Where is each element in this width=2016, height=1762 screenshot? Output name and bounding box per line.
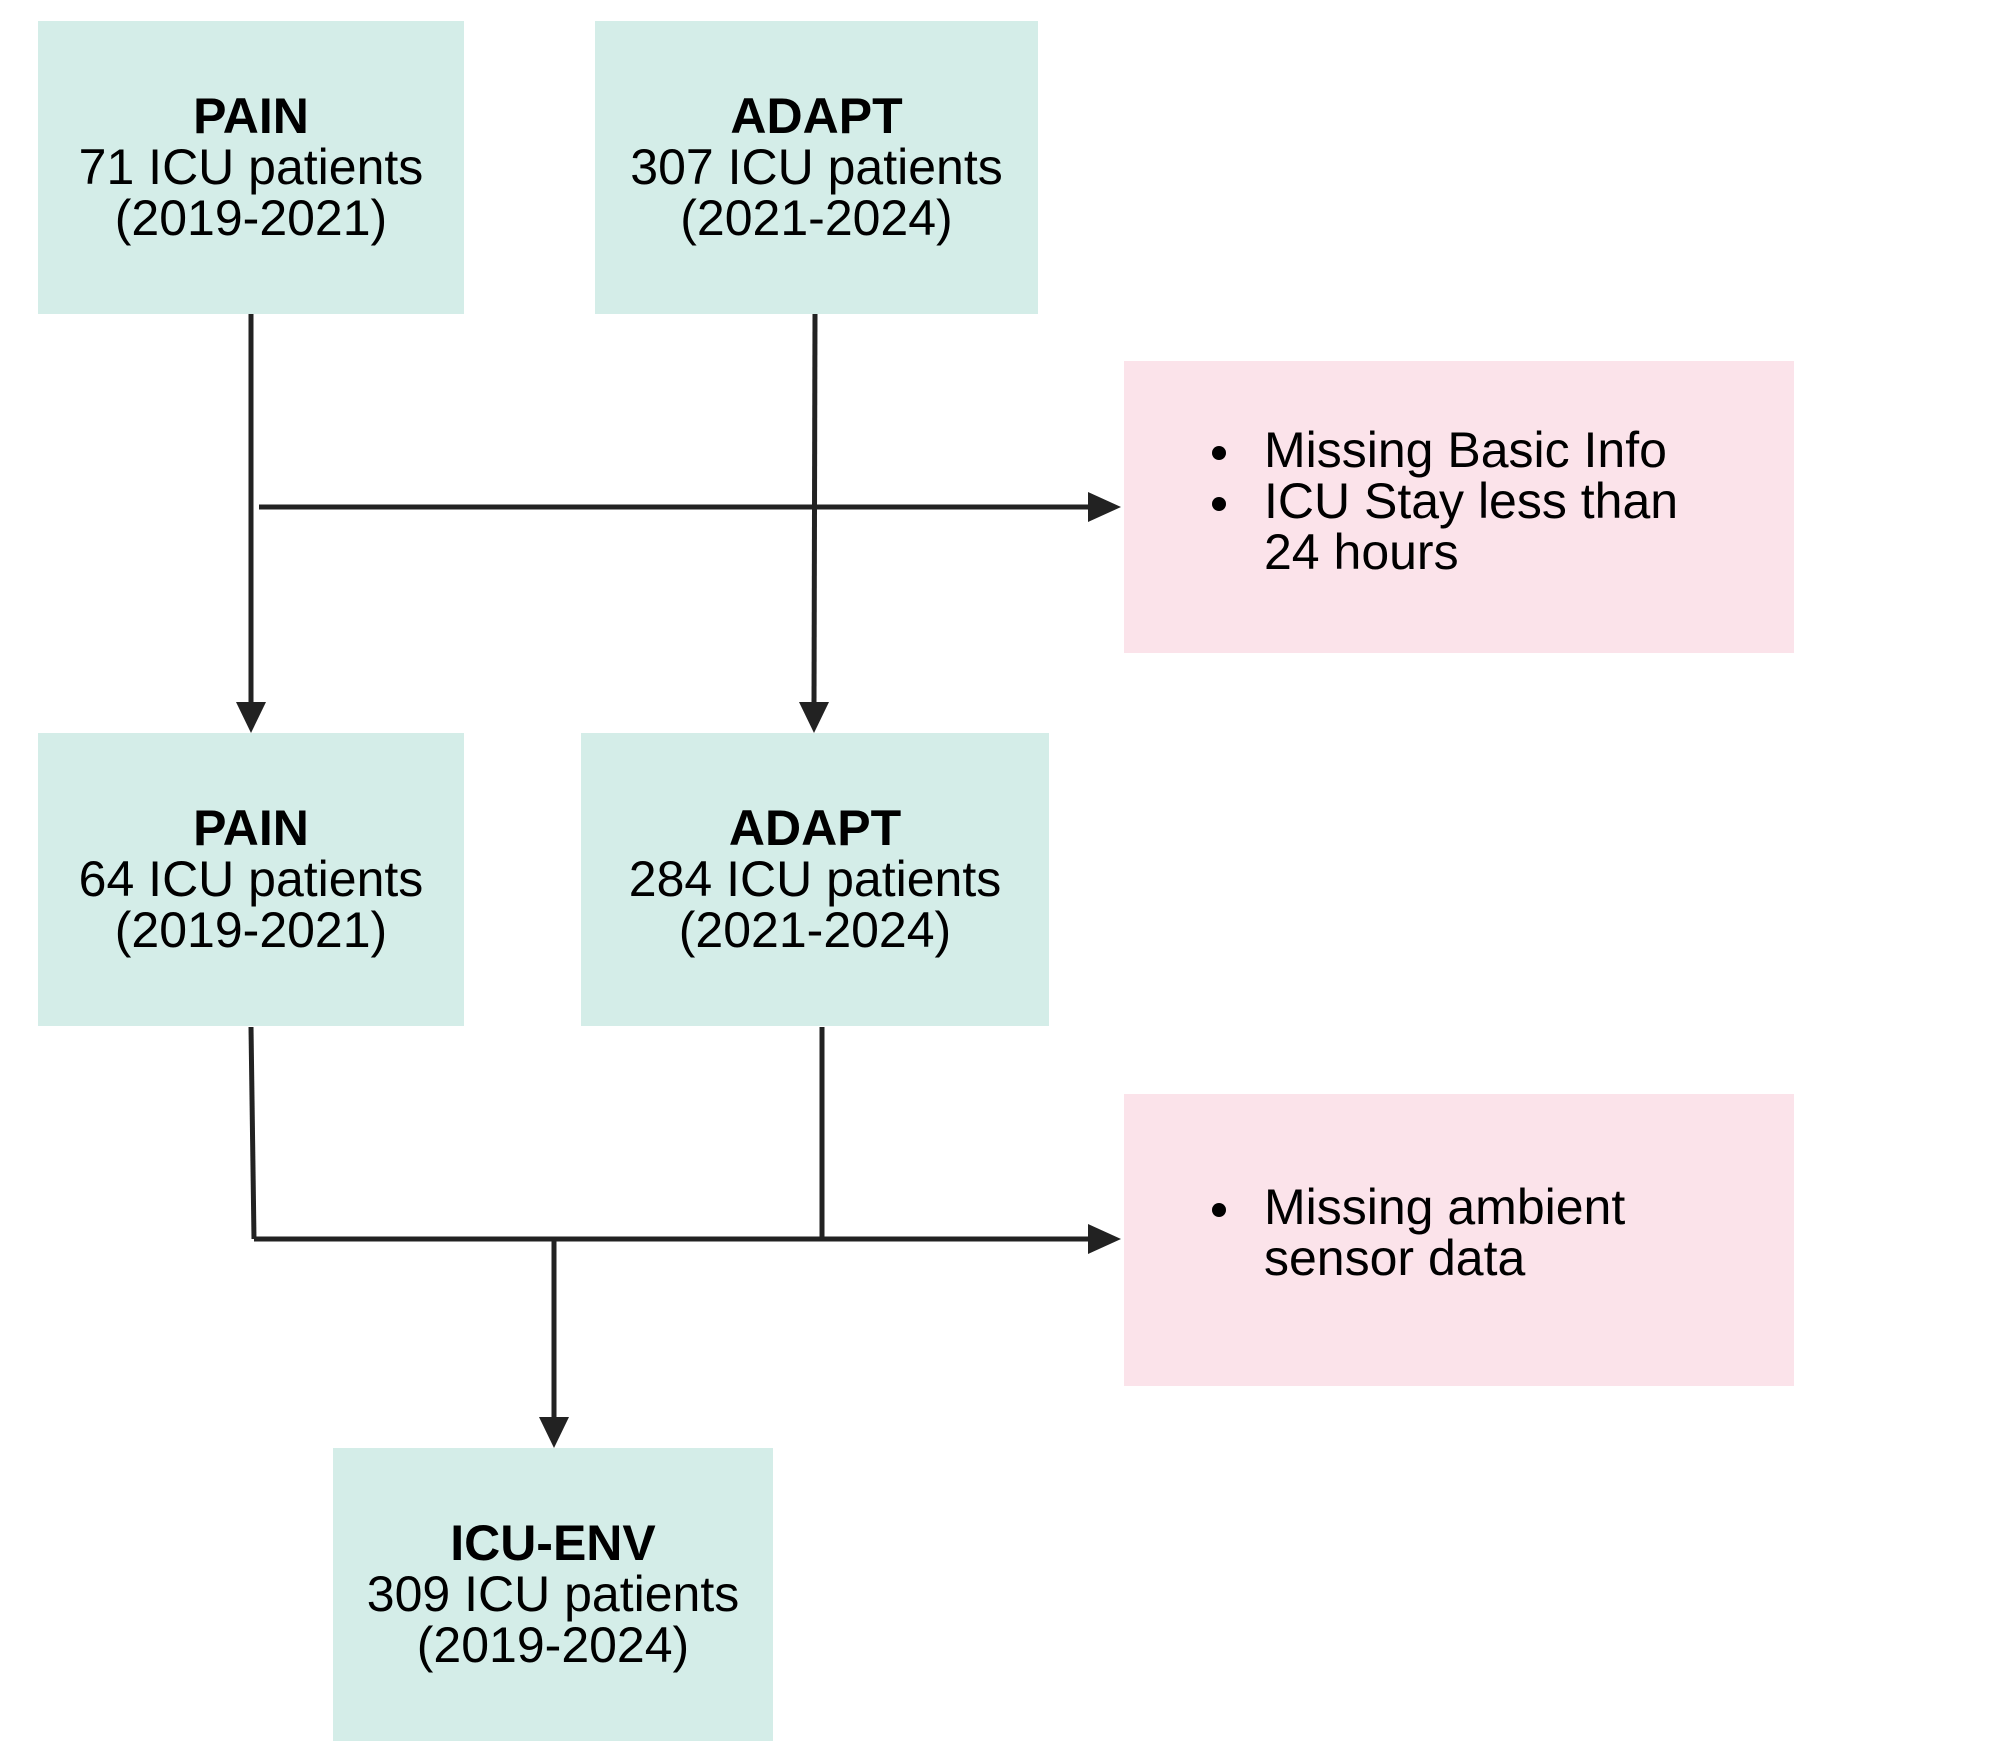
adapt-filtered-box: ADAPT 284 ICU patients (2021-2024) <box>581 733 1049 1026</box>
final-cohort-period: (2019-2024) <box>416 1617 690 1673</box>
final-cohort-name: ICU-ENV <box>450 1515 656 1571</box>
adapt-filtered-period: (2021-2024) <box>678 902 952 958</box>
adapt-initial-name: ADAPT <box>730 88 903 144</box>
arrowhead-exclusion-1 <box>1088 492 1121 522</box>
arrowhead-adapt-filtered <box>799 702 829 733</box>
arrowhead-pain-filtered <box>236 702 266 733</box>
connector-pain-merge <box>248 1026 257 1240</box>
pain-filtered-period: (2019-2021) <box>114 902 388 958</box>
exclusion-1-item: Missing Basic Info <box>1124 425 1794 476</box>
pain-initial-count: 71 ICU patients <box>78 139 424 195</box>
pain-filtered-box: PAIN 64 ICU patients (2019-2021) <box>38 733 464 1026</box>
adapt-filtered-count: 284 ICU patients <box>628 851 1002 907</box>
pain-initial-box: PAIN 71 ICU patients (2019-2021) <box>38 21 464 314</box>
pain-filtered-count: 64 ICU patients <box>78 851 424 907</box>
pain-initial-period: (2019-2021) <box>114 190 388 246</box>
pain-initial-name: PAIN <box>193 88 309 144</box>
pain-filtered-name: PAIN <box>193 800 309 856</box>
exclusion-1-item: ICU Stay less than 24 hours <box>1124 476 1794 578</box>
arrowhead-exclusion-2 <box>1088 1224 1121 1254</box>
adapt-initial-count: 307 ICU patients <box>630 139 1003 195</box>
arrowhead-final <box>539 1417 569 1448</box>
exclusion-2-item: Missing ambient sensor data <box>1124 1182 1794 1284</box>
exclusion-box-1: Missing Basic Info ICU Stay less than 24… <box>1124 361 1794 653</box>
exclusion-box-2: Missing ambient sensor data <box>1124 1094 1794 1386</box>
adapt-initial-box: ADAPT 307 ICU patients (2021-2024) <box>595 21 1038 314</box>
adapt-initial-period: (2021-2024) <box>680 190 953 246</box>
final-cohort-box: ICU-ENV 309 ICU patients (2019-2024) <box>333 1448 773 1741</box>
adapt-filtered-name: ADAPT <box>728 800 902 856</box>
final-cohort-count: 309 ICU patients <box>366 1566 740 1622</box>
